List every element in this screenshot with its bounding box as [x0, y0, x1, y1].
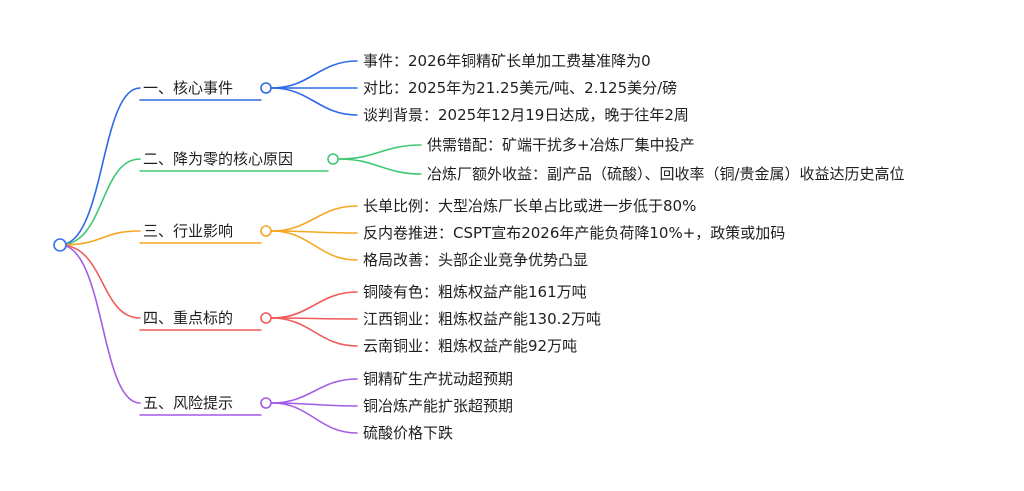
leaf-4-1[interactable]: 铜陵有色：粗炼权益产能161万吨: [363, 283, 587, 301]
branch-1-node[interactable]: [260, 82, 272, 94]
leaf-5-1[interactable]: 铜精矿生产扰动超预期: [363, 370, 514, 388]
branch-2-node[interactable]: [327, 153, 339, 165]
branch-4-to-leaf-3-link: [271, 317, 358, 347]
leaf-4-3[interactable]: 云南铜业：粗炼权益产能92万吨: [363, 337, 578, 355]
leaf-1-3[interactable]: 谈判背景：2025年12月19日达成，晚于往年2周: [363, 106, 689, 124]
leaf-2-2[interactable]: 冶炼厂额外收益：副产品（硫酸）、回收率（铜/贵金属）收益达历史高位: [427, 165, 905, 183]
root-to-branch-4-link: [59, 244, 141, 319]
root-to-branch-3-link: [59, 230, 141, 246]
branch-4-to-leaf-1-link: [271, 291, 358, 319]
branch-5-node[interactable]: [260, 397, 272, 409]
branch-2-to-leaf-2-link: [338, 158, 422, 175]
branch-3-node[interactable]: [260, 225, 272, 237]
root-to-branch-1-link: [59, 87, 141, 246]
leaf-4-2[interactable]: 江西铜业：粗炼权益产能130.2万吨: [363, 310, 601, 328]
branch-label-4[interactable]: 四、重点标的: [143, 309, 234, 327]
branch-label-5[interactable]: 五、风险提示: [143, 394, 234, 412]
branch-3-to-leaf-1-link: [271, 205, 358, 232]
branch-label-1[interactable]: 一、核心事件: [143, 79, 234, 97]
root-node[interactable]: [53, 238, 67, 252]
branch-label-3[interactable]: 三、行业影响: [143, 222, 234, 240]
branch-5-to-leaf-1-link: [271, 378, 358, 404]
branch-4-node[interactable]: [260, 312, 272, 324]
root-to-branch-5-link: [59, 244, 141, 404]
branch-2-to-leaf-1-link: [338, 144, 422, 160]
branch-label-2[interactable]: 二、降为零的核心原因: [143, 150, 294, 168]
leaf-5-2[interactable]: 铜冶炼产能扩张超预期: [363, 397, 514, 415]
branch-1-to-leaf-3-link: [271, 87, 358, 116]
leaf-2-1[interactable]: 供需错配：矿端干扰多+冶炼厂集中投产: [427, 136, 695, 154]
leaf-1-1[interactable]: 事件：2026年铜精矿长单加工费基准降为0: [363, 52, 651, 70]
branch-1-to-leaf-1-link: [271, 60, 358, 89]
root-to-branch-2-link: [59, 158, 141, 246]
leaf-3-3[interactable]: 格局改善：头部企业竞争优势凸显: [363, 251, 589, 269]
leaf-5-3[interactable]: 硫酸价格下跌: [363, 424, 454, 442]
leaf-3-2[interactable]: 反内卷推进：CSPT宣布2026年产能负荷降10%+，政策或加码: [363, 224, 786, 242]
leaf-3-1[interactable]: 长单比例：大型冶炼厂长单占比或进一步低于80%: [363, 197, 697, 215]
branch-3-to-leaf-3-link: [271, 230, 358, 261]
branch-5-to-leaf-3-link: [271, 402, 358, 434]
leaf-1-2[interactable]: 对比：2025年为21.25美元/吨、2.125美分/磅: [363, 79, 678, 97]
